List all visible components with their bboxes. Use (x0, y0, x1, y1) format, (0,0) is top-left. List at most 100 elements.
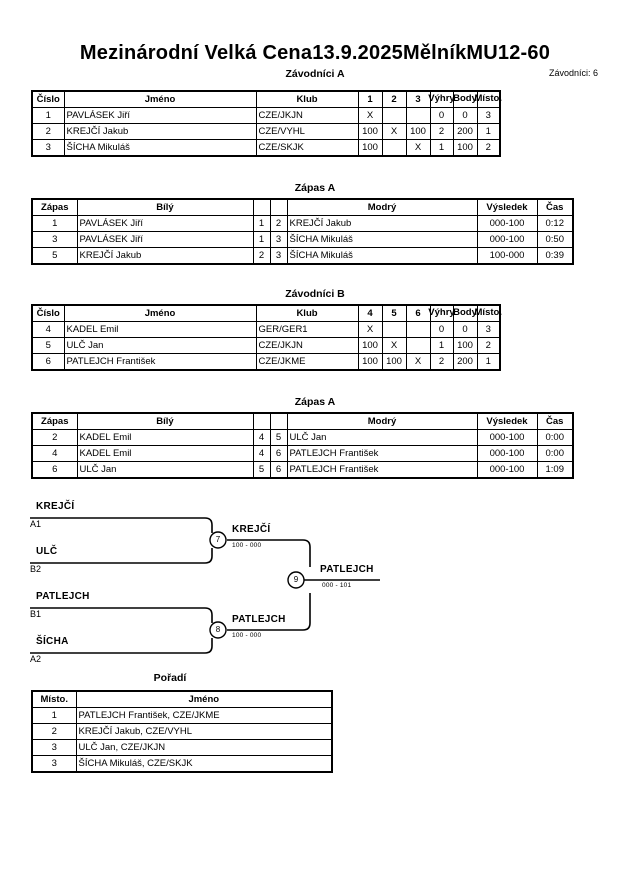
group-a-table: Číslo Jméno Klub 1 2 3 Výhry Body Místo.… (31, 90, 502, 157)
cell-name: KADEL Emil (63, 321, 257, 338)
cell-m6 (405, 321, 431, 338)
col-blue-num (269, 199, 288, 216)
cell-m4: X (357, 321, 383, 338)
table-row: 1 PAVLÁSEK Jiří CZE/JKJN X 0 0 3 (32, 107, 500, 124)
col-zapas: Zápas (32, 199, 78, 216)
cell-white-number: 4 (252, 429, 271, 446)
col-modry: Modrý (286, 413, 478, 430)
col-m5: 5 (381, 305, 407, 322)
table-header-row: Zápas Bílý Modrý Výsledek Čas (32, 199, 573, 216)
cell-blue-name: ŠÍCHA Mikuláš (286, 247, 478, 264)
cell-time: 0:12 (536, 215, 573, 232)
cell-place: 2 (476, 337, 500, 354)
cell-m3: X (405, 139, 431, 156)
col-misto: Místo. (475, 91, 502, 108)
cell-time: 0:39 (536, 247, 573, 264)
cell-place: 3 (476, 321, 500, 338)
col-m6: 6 (405, 305, 431, 322)
col-vysledek: Výsledek (476, 199, 538, 216)
cell-name: ŠÍCHA Mikuláš (63, 139, 257, 156)
table-row: 1 PATLEJCH František, CZE/JKME (32, 707, 332, 724)
cell-wins: 2 (429, 353, 454, 370)
bracket-winner-name: PATLEJCH (232, 614, 286, 625)
group-a-caption: Závodníci A (285, 68, 345, 80)
table-row: 1 PAVLÁSEK Jiří 1 2 KREJČÍ Jakub 000-100… (32, 215, 573, 232)
cell-name: ŠÍCHA Mikuláš, CZE/SKJK (75, 755, 332, 772)
bracket-score: 100 - 000 (232, 632, 262, 639)
cell-white-name: ULČ Jan (76, 461, 254, 478)
cell-place: 1 (476, 353, 500, 370)
cell-wins: 2 (429, 123, 454, 140)
page-title: Mezinárodní Velká Cena13.9.2025MělníkMU1… (0, 42, 630, 65)
cell-match-number: 3 (32, 231, 78, 248)
cell-blue-name: PATLEJCH František (286, 461, 478, 478)
cell-match-number: 4 (32, 445, 78, 462)
col-vyhry: Výhry (428, 305, 455, 322)
col-zapas: Zápas (32, 413, 78, 430)
cell-blue-number: 6 (269, 445, 288, 462)
bracket-entry-seed: B1 (30, 609, 42, 619)
cell-result: 000-100 (476, 445, 538, 462)
cell-time: 1:09 (536, 461, 573, 478)
cell-points: 0 (452, 107, 478, 124)
title-date: 13.9.2025 (312, 42, 403, 64)
col-m4: 4 (357, 305, 383, 322)
cell-place: 1 (476, 123, 500, 140)
cell-result: 100-000 (476, 247, 538, 264)
bracket-final-winner-name: PATLEJCH (320, 564, 374, 575)
cell-match-number: 1 (32, 215, 78, 232)
cell-number: 3 (32, 139, 65, 156)
col-m1: 1 (357, 91, 383, 108)
cell-white-name: PAVLÁSEK Jiří (76, 231, 254, 248)
cell-name: PATLEJCH František, CZE/JKME (75, 707, 332, 724)
cell-number: 4 (32, 321, 65, 338)
table-row: 3 PAVLÁSEK Jiří 1 3 ŠÍCHA Mikuláš 000-10… (32, 231, 573, 248)
cell-m2: X (381, 123, 407, 140)
cell-wins: 0 (429, 321, 454, 338)
table-row: 3 ŠÍCHA Mikuláš CZE/SKJK 100 X 1 100 2 (32, 139, 500, 156)
col-body: Body (452, 305, 478, 322)
cell-blue-number: 6 (269, 461, 288, 478)
table-header-row: Místo. Jméno (32, 691, 332, 708)
bracket-match-number-8: 8 (215, 625, 221, 634)
cell-white-number: 4 (252, 445, 271, 462)
matches-b-table: Zápas Bílý Modrý Výsledek Čas 2 KADEL Em… (31, 412, 574, 479)
cell-club: CZE/JKJN (255, 337, 359, 354)
cell-match-number: 2 (32, 429, 78, 446)
col-m3: 3 (405, 91, 431, 108)
title-category: MU12-60 (466, 42, 551, 64)
col-bily: Bílý (76, 413, 254, 430)
cell-points: 100 (452, 337, 478, 354)
cell-club: CZE/JKME (255, 353, 359, 370)
cell-name: PATLEJCH František (63, 353, 257, 370)
cell-m4: 100 (357, 353, 383, 370)
bracket-winner-name: KREJČÍ (232, 524, 271, 535)
cell-white-number: 5 (252, 461, 271, 478)
table-row: 3 ŠÍCHA Mikuláš, CZE/SKJK (32, 755, 332, 772)
col-white-num (252, 199, 271, 216)
bracket-entry-name: KREJČÍ (36, 501, 75, 512)
cell-points: 200 (452, 123, 478, 140)
cell-name: KREJČÍ Jakub (63, 123, 257, 140)
col-jmeno: Jméno (63, 91, 257, 108)
bracket-entry-name: ULČ (36, 546, 58, 557)
cell-name: PAVLÁSEK Jiří (63, 107, 257, 124)
cell-blue-number: 2 (269, 215, 288, 232)
cell-blue-number: 3 (269, 247, 288, 264)
cell-white-name: KADEL Emil (76, 429, 254, 446)
cell-blue-name: ŠÍCHA Mikuláš (286, 231, 478, 248)
cell-m5: X (381, 337, 407, 354)
table-row: 2 KREJČÍ Jakub, CZE/VYHL (32, 723, 332, 740)
cell-result: 000-100 (476, 215, 538, 232)
bracket-entry-name: ŠÍCHA (36, 636, 69, 647)
cell-white-name: KREJČÍ Jakub (76, 247, 254, 264)
table-row: 2 KADEL Emil 4 5 ULČ Jan 000-100 0:00 (32, 429, 573, 446)
col-klub: Klub (255, 91, 359, 108)
cell-blue-name: ULČ Jan (286, 429, 478, 446)
cell-place: 3 (32, 739, 77, 756)
cell-place: 3 (476, 107, 500, 124)
col-body: Body (452, 91, 478, 108)
table-row: 4 KADEL Emil GER/GER1 X 0 0 3 (32, 321, 500, 338)
bracket-score: 100 - 000 (232, 542, 262, 549)
